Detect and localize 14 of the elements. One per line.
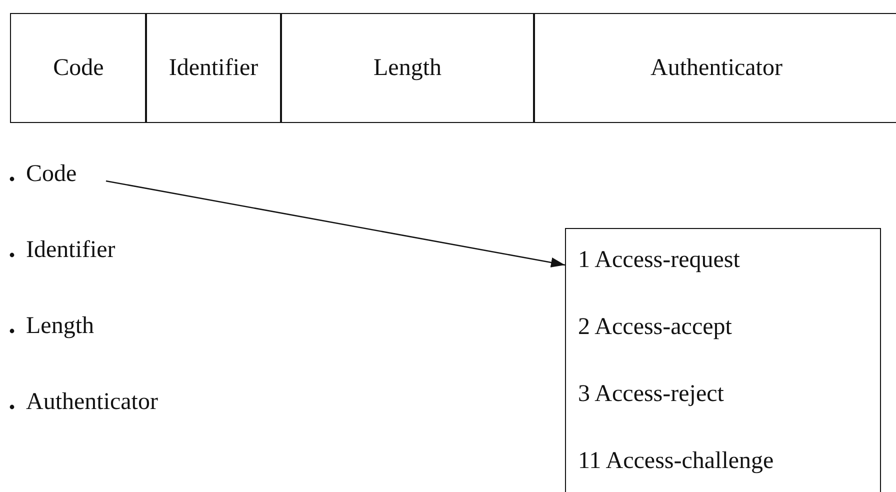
list-item: Length: [26, 313, 94, 340]
table-cell: Code: [10, 13, 147, 123]
code-entry: 11 Access-challenge: [578, 448, 774, 475]
table-cell: Length: [280, 13, 535, 123]
code-entry: 2 Access-accept: [578, 314, 732, 341]
arrow: [106, 180, 566, 268]
table-cell: Identifier: [145, 13, 282, 123]
table-cell: Authenticator: [533, 13, 896, 123]
list-item: Identifier: [26, 237, 116, 264]
list-item: Authenticator: [26, 389, 158, 416]
code-entry: 1 Access-request: [578, 247, 740, 274]
list-box: [565, 228, 881, 492]
code-entry: 3 Access-reject: [578, 381, 724, 408]
list-item: Code: [26, 161, 77, 188]
